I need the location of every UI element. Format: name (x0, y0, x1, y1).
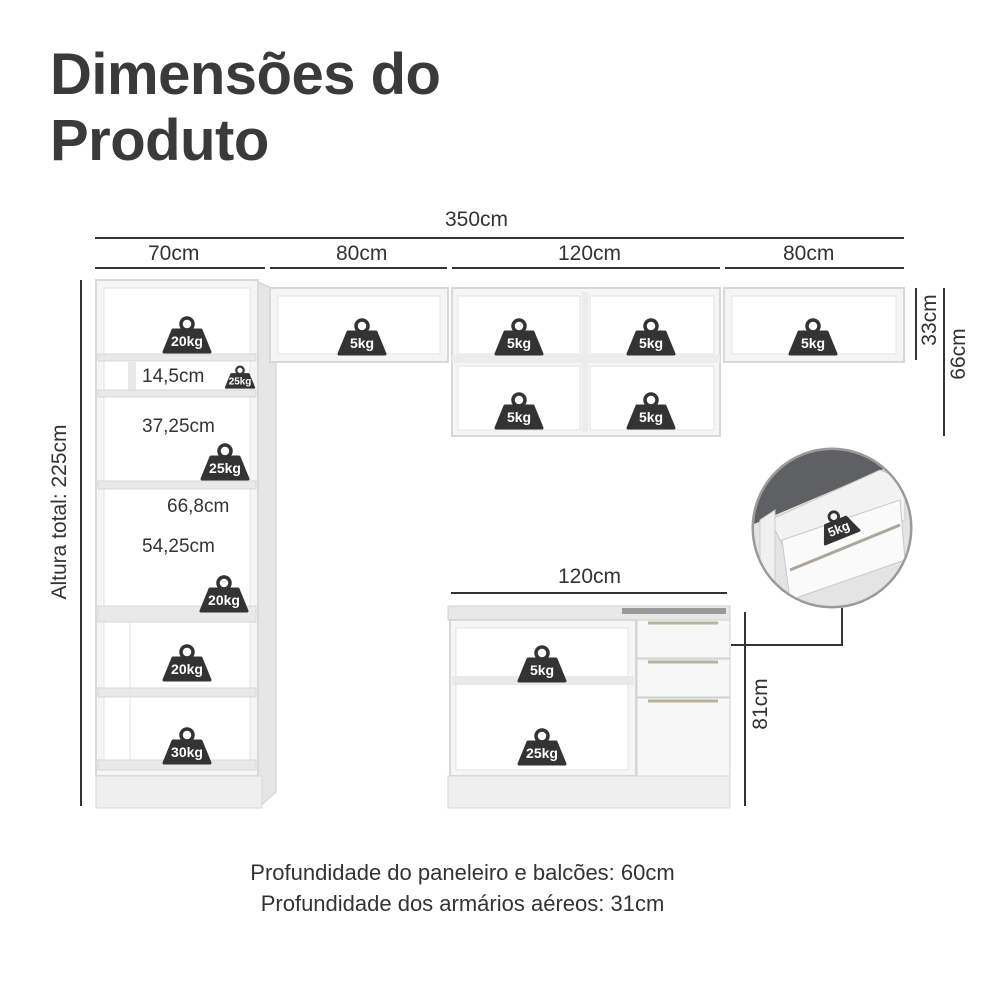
upper-b-width-label: 120cm (558, 242, 622, 265)
weight-icon: 5kg (494, 392, 544, 430)
svg-text:5kg: 5kg (507, 335, 531, 351)
weight-icon: 25kg (224, 365, 256, 389)
weight-icon: 25kg (200, 443, 250, 481)
total-width-label: 350cm (445, 208, 509, 231)
weight-icon: 5kg (626, 392, 676, 430)
upper-a-width-label: 80cm (336, 242, 388, 265)
inner-width-label: 66,8cm (167, 496, 230, 517)
weight-icon: 5kg (813, 503, 861, 546)
svg-text:5kg: 5kg (639, 409, 663, 425)
weight-icon: 20kg (162, 316, 212, 354)
base-width-label: 120cm (558, 565, 622, 588)
pantry-width-label: 70cm (148, 242, 200, 265)
weight-icon: 5kg (337, 318, 387, 356)
svg-text:5kg: 5kg (350, 335, 374, 351)
weight-icon: 5kg (517, 645, 567, 683)
upper-offset-label: 66cm (947, 328, 970, 380)
weight-icon: 25kg (517, 728, 567, 766)
shelf-3-label: 54,25cm (142, 536, 215, 557)
total-height-label: Altura total: 225cm (48, 424, 71, 600)
svg-text:5kg: 5kg (801, 335, 825, 351)
svg-text:5kg: 5kg (530, 662, 554, 678)
base-height-label: 81cm (749, 678, 772, 730)
base-cabinet (447, 605, 731, 809)
svg-text:25kg: 25kg (526, 745, 558, 761)
svg-text:25kg: 25kg (209, 460, 241, 476)
depth-note-1: Profundidade do paneleiro e balcões: 60c… (250, 860, 675, 885)
svg-text:20kg: 20kg (208, 592, 240, 608)
shelf-1-label: 14,5cm (142, 366, 205, 387)
weight-icon: 5kg (788, 318, 838, 356)
shelf-2-label: 37,25cm (142, 416, 215, 437)
svg-text:5kg: 5kg (639, 335, 663, 351)
weight-icon: 5kg (626, 318, 676, 356)
upper-c-width-label: 80cm (783, 242, 835, 265)
weight-icon: 20kg (199, 575, 249, 613)
svg-text:5kg: 5kg (507, 409, 531, 425)
page-title: Dimensões do Produto (50, 42, 441, 174)
svg-text:30kg: 30kg (171, 744, 203, 760)
svg-text:20kg: 20kg (171, 661, 203, 677)
depth-note-2: Profundidade dos armários aéreos: 31cm (260, 891, 665, 916)
upper-cabinet-b (451, 287, 721, 437)
upper-height-label: 33cm (918, 294, 941, 346)
title-line-2: Produto (50, 108, 269, 173)
weight-icon: 30kg (162, 727, 212, 765)
weight-icon: 5kg (494, 318, 544, 356)
svg-text:25kg: 25kg (229, 377, 252, 388)
title-line-1: Dimensões do (50, 42, 441, 107)
svg-text:20kg: 20kg (171, 333, 203, 349)
weight-icons: 20kg 25kg 25kg 20kg 20kg 30kg 5kg 5kg 5k… (162, 316, 861, 766)
weight-icon: 20kg (162, 644, 212, 682)
